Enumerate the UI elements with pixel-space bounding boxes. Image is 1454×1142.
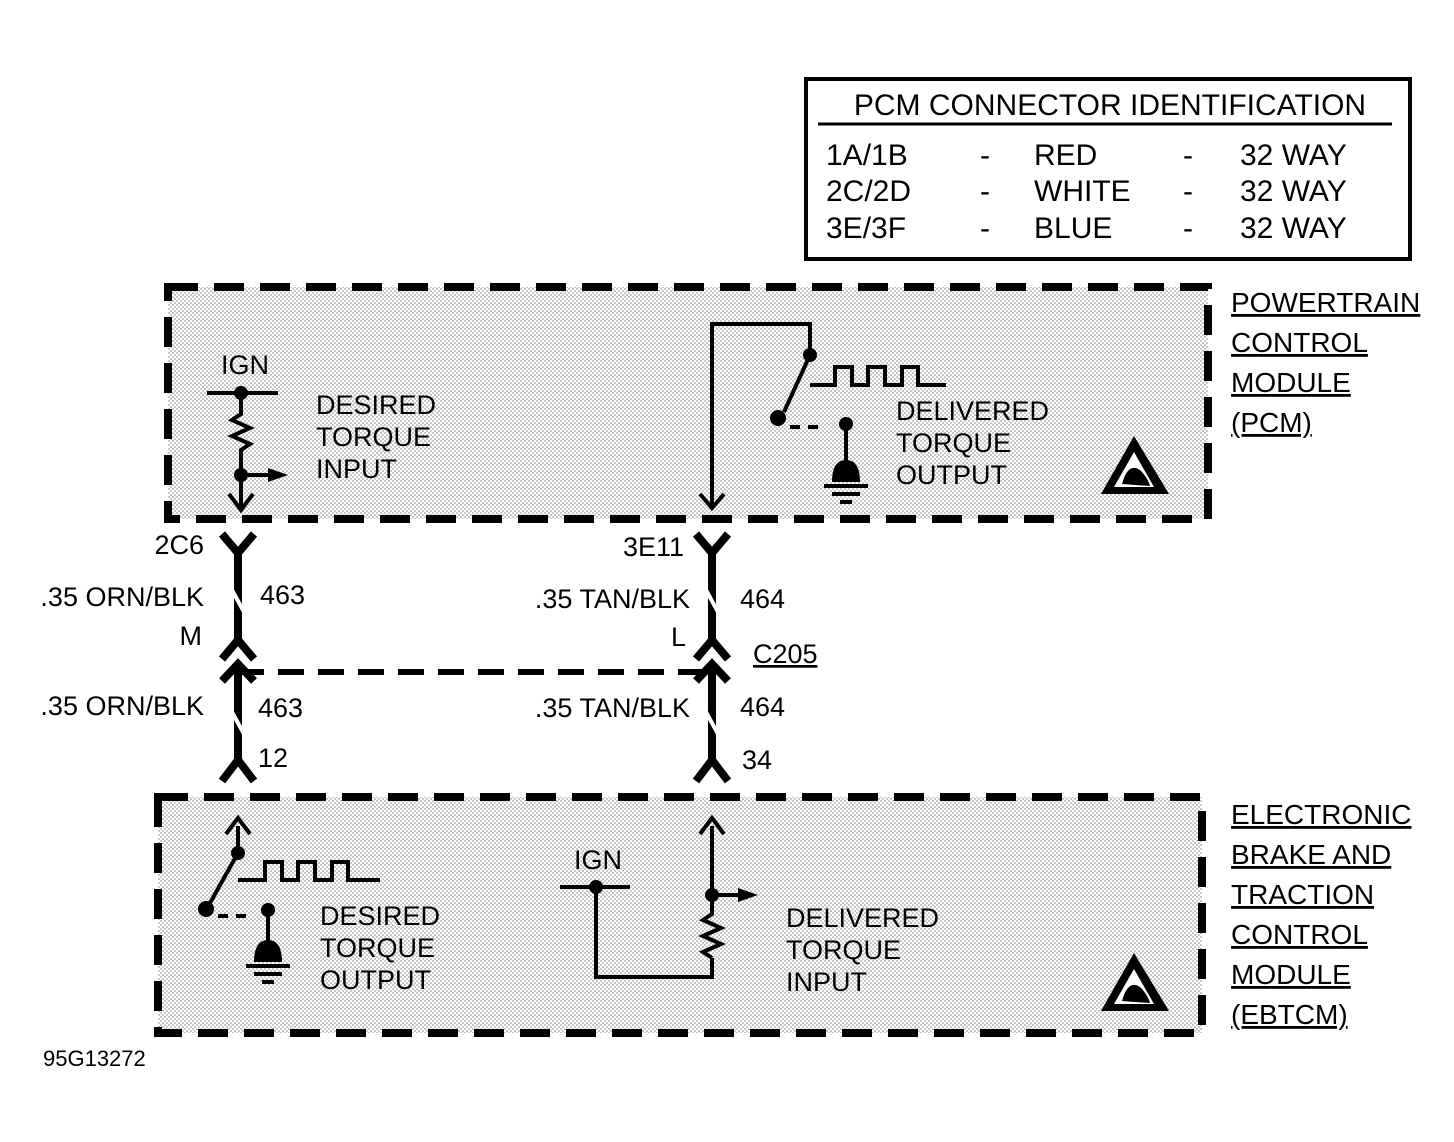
ground-icon [824,484,868,504]
wire-color-label: .35 TAN/BLK [535,693,690,723]
pcm-name: POWERTRAIN CONTROL MODULE (PCM) [1231,287,1420,438]
connector-code: 2C/2D [826,175,911,208]
esd-warning-icon [1101,436,1169,494]
circuit-number-label: 463 [260,580,305,610]
esd-warning-icon [1101,953,1169,1011]
pcm-name-line: MODULE [1231,367,1351,398]
separator: - [1183,139,1193,172]
ebtcm-input-label-2: TORQUE [786,935,901,965]
ebtcm-name-line: TRACTION [1231,879,1374,910]
ebtcm-module: DESIRED TORQUE OUTPUT IGN DELIVERED TORQ… [154,793,1206,1037]
ebtcm-output-label-2: TORQUE [320,933,435,963]
connector-size: 32 WAY [1240,175,1347,208]
ebtcm-input-label-1: DELIVERED [786,903,939,933]
pcm-input-label-1: DESIRED [316,390,436,420]
pcm-input-label-3: INPUT [316,454,397,484]
ebtcm-name: ELECTRONIC BRAKE AND TRACTION CONTROL MO… [1231,799,1411,1030]
circuit-number-label: 464 [740,584,785,614]
ebtcm-name-line: CONTROL [1231,919,1368,950]
ebtcm-name-line: MODULE [1231,959,1351,990]
figure-id: 95G13272 [43,1046,146,1071]
ebtcm-output-label-3: OUTPUT [320,965,431,995]
pcm-ign-label: IGN [221,350,269,380]
pcm-output-label-2: TORQUE [896,428,1011,458]
connector-id-table: PCM CONNECTOR IDENTIFICATION 1A/1B - RED… [804,77,1412,261]
ebtcm-name-line: ELECTRONIC [1231,799,1411,830]
separator: - [980,175,990,208]
connector-color: BLUE [1034,212,1112,245]
ebtcm-output-label-1: DESIRED [320,901,440,931]
circuit-464: 3E11 .35 TAN/BLK 464 L .35 TAN/BLK 464 3… [535,531,785,784]
circuit-463: 2C6 .35 ORN/BLK 463 M .35 ORN/BLK 463 12 [40,530,305,784]
ebtcm-name-line: (EBTCM) [1231,999,1348,1030]
pcm-output-label-1: DELIVERED [896,396,1049,426]
circuit-number-label: 463 [258,693,303,723]
arrow-right-icon [268,468,288,482]
connector-table-row: 3E/3F - BLUE - 32 WAY [826,212,1347,245]
pcm-pin-label: 2C6 [154,530,204,560]
inline-pin-label: L [671,622,686,652]
arrow-right-icon [738,888,758,902]
connector-table-title: PCM CONNECTOR IDENTIFICATION [854,89,1366,122]
pcm-output-label-3: OUTPUT [896,460,1007,490]
connector-size: 32 WAY [1240,212,1347,245]
ebtcm-name-line: BRAKE AND [1231,839,1391,870]
pcm-name-line: (PCM) [1231,407,1312,438]
separator: - [980,139,990,172]
circuit-number-label: 464 [740,692,785,722]
wire-color-label: .35 ORN/BLK [40,582,204,612]
inline-pin-label: M [180,621,203,651]
connector-table-row: 2C/2D - WHITE - 32 WAY [826,175,1347,208]
separator: - [1183,212,1193,245]
pcm-module: IGN DESIRED TORQUE INPUT DELIVERED TORQU… [164,283,1212,523]
pcm-name-line: POWERTRAIN [1231,287,1420,318]
ground-icon [246,964,290,984]
separator: - [1183,175,1193,208]
pcm-input-label-2: TORQUE [316,422,431,452]
separator: - [980,212,990,245]
pulse-wave-icon [810,365,946,387]
ebtcm-pin-label: 12 [258,743,288,773]
pulse-wave-icon [238,860,380,882]
wire-color-label: .35 TAN/BLK [535,584,690,614]
pcm-pin-label: 3E11 [623,532,684,562]
connector-color: WHITE [1034,175,1131,208]
connector-code: 3E/3F [826,212,906,245]
pcm-name-line: CONTROL [1231,327,1368,358]
ebtcm-pin-label: 34 [742,745,772,775]
connector-code: 1A/1B [826,139,908,172]
wire-color-label: .35 ORN/BLK [40,691,204,721]
connector-table-row: 1A/1B - RED - 32 WAY [826,139,1347,172]
inline-connector-c205: C205 [238,639,818,675]
inline-connector-label: C205 [753,639,818,669]
ebtcm-ign-label: IGN [574,845,622,875]
connector-color: RED [1034,139,1097,172]
ebtcm-input-label-3: INPUT [786,967,867,997]
connector-size: 32 WAY [1240,139,1347,172]
